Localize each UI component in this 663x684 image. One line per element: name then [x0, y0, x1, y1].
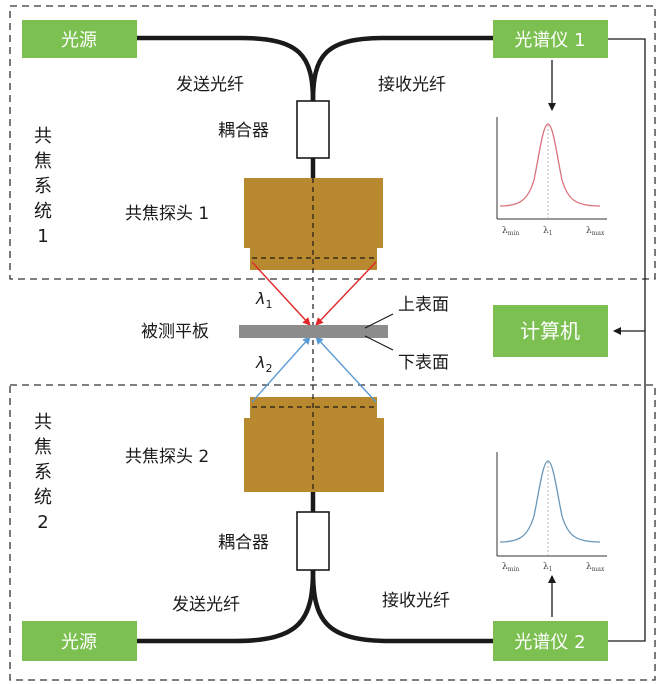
- top-spectrometer-label: 光谱仪 1: [514, 30, 585, 51]
- svg-text:λmax: λmax: [586, 562, 605, 573]
- top-system-char-1: 焦: [34, 151, 52, 172]
- svg-text:λmin: λmin: [502, 226, 519, 237]
- bottom-axis-peak: λ: [543, 562, 549, 572]
- bottom-fibers: [137, 492, 493, 644]
- svg-text:λ2: λ2: [255, 353, 272, 375]
- top-system-boundary: [9, 5, 656, 280]
- bottom-probe: [244, 397, 384, 492]
- lower-surface-leader: [364, 335, 394, 351]
- upper-surface-label: 上表面: [398, 295, 449, 315]
- top-axis-max-sub: max: [592, 230, 605, 237]
- top-wavelength-label: λ: [255, 289, 265, 308]
- bottom-probe-label: 共焦探头 2: [125, 447, 209, 467]
- upper-surface-leader: [364, 313, 394, 329]
- bottom-beam-left: [251, 336, 311, 403]
- bottom-wavelength-sub: 2: [265, 362, 272, 375]
- top-spectrum-plot: λmin λ1 λmax: [496, 117, 607, 237]
- top-fibers: [137, 35, 493, 178]
- bottom-coupler: [296, 511, 330, 571]
- bottom-system-label: 共 焦 系 统 2: [34, 412, 52, 533]
- top-probe-label: 共焦探头 1: [125, 204, 209, 224]
- top-system-char-2: 系: [34, 176, 52, 197]
- bottom-wavelength-label: λ: [255, 353, 265, 372]
- svg-text:λ1: λ1: [255, 289, 272, 311]
- top-coupler-label: 耦合器: [218, 121, 269, 141]
- bottom-axis-min-sub: min: [508, 566, 520, 573]
- top-system-label: 共 焦 系 统 1: [34, 126, 52, 247]
- bottom-axis-peak-sub: 1: [549, 566, 553, 573]
- bottom-axis-max-sub: max: [592, 566, 605, 573]
- bottom-light-source-box: [22, 621, 137, 661]
- computer-box: [493, 305, 608, 357]
- bottom-beam-right: [315, 336, 377, 403]
- top-light-source-box: [22, 20, 137, 58]
- top-system-char-3: 统: [34, 201, 52, 222]
- bottom-axis-max: λ: [586, 562, 592, 572]
- bottom-spectrum-plot: λmin λ1 λmax: [496, 452, 607, 573]
- top-beam-right: [315, 261, 377, 326]
- svg-text:λ1: λ1: [543, 562, 553, 573]
- bottom-spectrometer-label: 光谱仪 2: [514, 632, 585, 653]
- bottom-axis-min: λ: [502, 562, 508, 572]
- top-wavelength-sub: 1: [265, 298, 272, 311]
- top-receive-fiber-label: 接收光纤: [378, 75, 446, 95]
- top-send-fiber-label: 发送光纤: [176, 75, 244, 95]
- bottom-system-char-0: 共: [34, 412, 52, 433]
- bottom-spectrometer-box: [493, 621, 608, 661]
- bottom-system-boundary: [9, 384, 656, 681]
- lower-surface-label: 下表面: [398, 353, 449, 373]
- computer-label: 计算机: [520, 319, 580, 343]
- bottom-system-char-4: 2: [37, 512, 48, 533]
- bottom-system-char-1: 焦: [34, 437, 52, 458]
- svg-text:λmin: λmin: [502, 562, 519, 573]
- bottom-send-fiber-label: 发送光纤: [172, 595, 240, 615]
- bottom-system-char-2: 系: [34, 462, 52, 483]
- top-system-char-4: 1: [37, 226, 48, 247]
- top-axis-max: λ: [586, 226, 592, 236]
- top-light-source-label: 光源: [61, 30, 97, 51]
- bottom-spectrum-curve: [499, 460, 601, 543]
- bottom-receive-fiber: [310, 569, 493, 644]
- bottom-light-source-label: 光源: [61, 632, 97, 653]
- top-system-char-0: 共: [34, 126, 52, 147]
- top-axis-peak-sub: 1: [549, 230, 553, 237]
- svg-text:λmax: λmax: [586, 226, 605, 237]
- measured-plate: [239, 325, 388, 338]
- top-spectrum-curve: [499, 123, 601, 207]
- top-coupler: [296, 100, 330, 159]
- top-axis-peak: λ: [543, 226, 549, 236]
- top-axis-min-sub: min: [508, 230, 520, 237]
- bottom-system-char-3: 统: [34, 487, 52, 508]
- bottom-coupler-label: 耦合器: [218, 533, 269, 553]
- spectrometer2-to-computer: [608, 327, 646, 642]
- svg-text:λ1: λ1: [543, 226, 553, 237]
- top-beam-left: [251, 261, 311, 326]
- top-axis-min: λ: [502, 226, 508, 236]
- plate-label: 被测平板: [141, 322, 209, 342]
- top-receive-fiber: [310, 35, 493, 103]
- top-spectrometer-box: [493, 20, 608, 58]
- spectrometer1-to-computer: [608, 38, 646, 331]
- bottom-receive-fiber-label: 接收光纤: [382, 591, 450, 611]
